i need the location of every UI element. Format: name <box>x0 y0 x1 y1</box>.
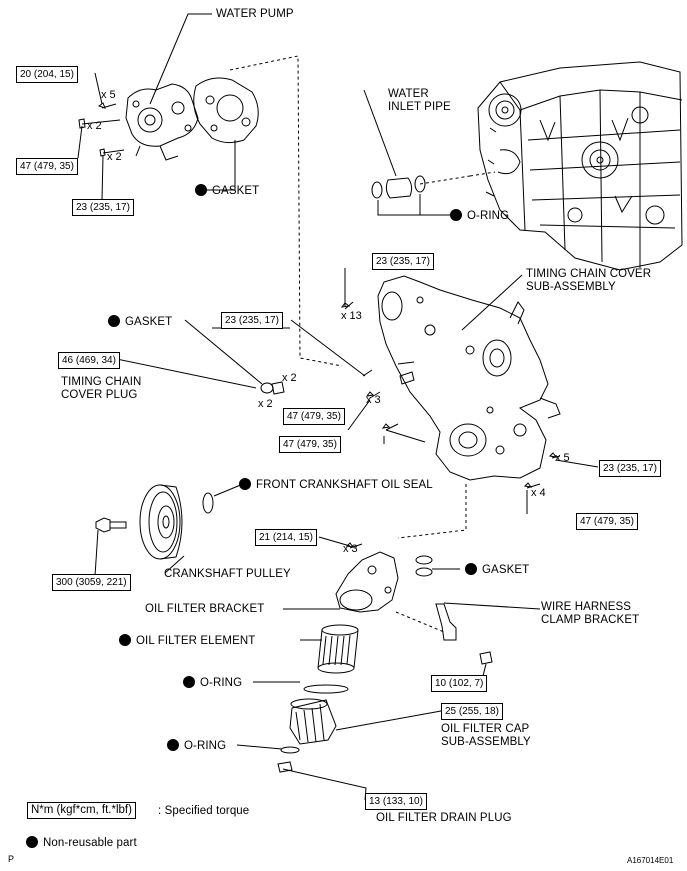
torque-box: 10 (102, 7) <box>431 675 488 692</box>
torque-box: 25 (255, 18) <box>441 703 503 720</box>
torque-box: 23 (235, 17) <box>599 460 661 477</box>
non-reusable-dot-icon <box>119 634 131 646</box>
non-reusable-dot-icon <box>183 676 195 688</box>
torque-box: 13 (133, 10) <box>365 793 427 810</box>
oil-filter-element-drawing <box>317 624 359 674</box>
legend-torque-desc: : Specified torque <box>158 805 250 817</box>
torque-box: 23 (235, 17) <box>372 253 434 270</box>
label-crankshaft-pulley: CRANKSHAFT PULLEY <box>164 568 291 580</box>
crankshaft-pulley-drawing <box>139 484 183 560</box>
torque-box: 20 (204, 15) <box>16 66 78 83</box>
quantity-label: x 5 <box>555 452 570 464</box>
label-gasket-water-pump: GASKET <box>195 184 259 198</box>
torque-box: 47 (479, 35) <box>283 408 345 425</box>
non-reusable-dot-icon <box>450 209 462 221</box>
torque-box: 47 (479, 35) <box>576 513 638 530</box>
quantity-label: x 2 <box>87 120 102 132</box>
label-oil-filter-element: OIL FILTER ELEMENT <box>119 634 255 648</box>
label-oil-filter-drain-plug: OIL FILTER DRAIN PLUG <box>376 812 512 824</box>
water-pump-gasket-drawing <box>193 77 259 144</box>
torque-box: 46 (469, 34) <box>58 352 120 369</box>
drain-plug-drawing <box>277 761 293 773</box>
label-o-ring-inlet: O-RING <box>450 209 509 223</box>
torque-box: 21 (214, 15) <box>255 529 317 546</box>
o-ring-small-drawing <box>280 746 300 754</box>
torque-box: 300 (3059, 221) <box>52 574 131 591</box>
quantity-label: x 2 <box>282 372 297 384</box>
quantity-label: x 2 <box>107 151 122 163</box>
front-crankshaft-oil-seal-drawing <box>202 492 214 514</box>
non-reusable-dot-icon <box>167 739 179 751</box>
quantity-label: x 3 <box>343 543 358 555</box>
label-o-ring-cap: O-RING <box>167 739 226 753</box>
quantity-label: x 5 <box>101 89 116 101</box>
quantity-label: x 4 <box>531 487 546 499</box>
label-o-ring-element: O-RING <box>183 676 242 690</box>
quantity-label: x 2 <box>258 398 273 410</box>
torque-box: 47 (479, 35) <box>279 436 341 453</box>
non-reusable-dot-icon <box>239 478 251 490</box>
label-oil-filter-bracket: OIL FILTER BRACKET <box>145 603 265 615</box>
quantity-label: x 3 <box>366 394 381 406</box>
timing-chain-cover-drawing <box>377 275 561 481</box>
o-ring-large-drawing <box>303 684 349 694</box>
engine-block-drawing <box>477 61 683 271</box>
water-inlet-pipe-drawing <box>371 175 426 199</box>
quantity-label: x 13 <box>341 310 362 322</box>
figure-id: A167014E01 <box>627 856 674 865</box>
label-front-crankshaft-oil-seal: FRONT CRANKSHAFT OIL SEAL <box>239 478 433 492</box>
non-reusable-dot-icon <box>26 836 38 848</box>
non-reusable-dot-icon <box>465 563 477 575</box>
label-water-pump: WATER PUMP <box>216 8 294 20</box>
oil-filter-bracket-drawing <box>335 551 399 613</box>
torque-box: 47 (479, 35) <box>16 158 78 175</box>
wire-harness-clamp-bracket-drawing <box>435 603 457 641</box>
legend-non-reusable: Non-reusable part <box>26 836 137 850</box>
legend-torque-unit: N*m (kgf*cm, ft.*lbf) <box>27 802 136 819</box>
label-gasket-bracket: GASKET <box>465 563 529 577</box>
non-reusable-dot-icon <box>195 184 207 196</box>
non-reusable-dot-icon <box>108 315 120 327</box>
footer-left-mark: P <box>8 854 15 864</box>
torque-box: 23 (235, 17) <box>221 312 283 329</box>
label-gasket-plug: GASKET <box>108 315 172 329</box>
torque-box: 23 (235, 17) <box>72 199 134 216</box>
water-pump-drawing <box>125 83 199 161</box>
oil-filter-cap-drawing <box>289 698 337 745</box>
